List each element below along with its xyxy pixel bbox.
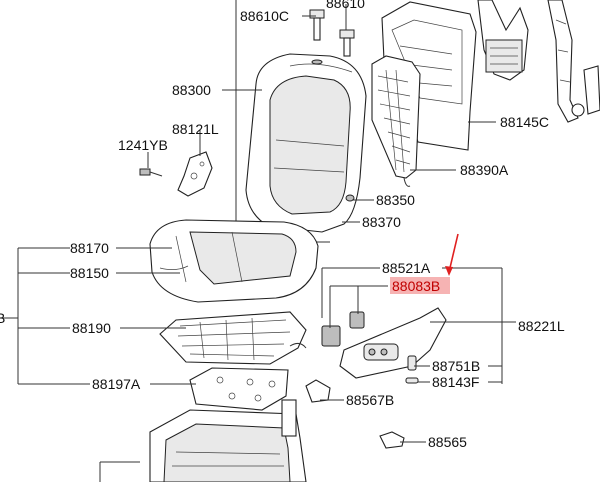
label-88521A: 88521A: [382, 260, 431, 276]
label-88751B: 88751B: [432, 358, 480, 374]
seat-back-frame-drawing: [477, 0, 600, 123]
highlight-annotation: [390, 233, 459, 294]
highlight-box: [390, 277, 450, 294]
label-88221L: 88221L: [518, 318, 565, 334]
label-88143F: 88143F: [432, 374, 479, 390]
seat-cushion-drawing: [149, 219, 319, 303]
side-bracket-drawing: [139, 151, 213, 197]
label-88350: 88350: [376, 192, 415, 208]
label-88190: 88190: [72, 320, 111, 336]
label-88145C: 88145C: [500, 114, 549, 130]
headrest-guide-drawing: [309, 9, 355, 57]
part-labels: 88610C 88610 88300 88121L 1241YB 88145C …: [0, 0, 565, 450]
label-88567B: 88567B: [346, 392, 394, 408]
small-clip-drawing: [305, 379, 405, 449]
label-88565: 88565: [428, 434, 467, 450]
label-88197A: 88197A: [92, 376, 141, 392]
label-88083B: 88083B: [392, 278, 440, 294]
leader-lines: [18, 4, 516, 443]
label-88170: 88170: [70, 240, 109, 256]
label-88121L: 88121L: [172, 121, 219, 137]
red-arrow-icon: [448, 233, 459, 273]
label-88610C: 88610C: [240, 8, 289, 24]
label-88150: 88150: [70, 265, 109, 281]
back-pad-frame-drawing: [371, 55, 421, 187]
cushion-panel-drawing: [189, 367, 289, 411]
seat-track-drawing: [149, 399, 307, 482]
label-88390A: 88390A: [460, 162, 509, 178]
red-arrow-head-icon: [445, 266, 453, 276]
label-88300: 88300: [172, 82, 211, 98]
label-1241YB: 1241YB: [118, 137, 168, 153]
label-88370: 88370: [362, 214, 401, 230]
label-88610: 88610: [326, 0, 365, 11]
seat-back-cushion-drawing: [245, 53, 367, 233]
cushion-frame-drawing: [159, 311, 307, 365]
label-B: B: [0, 310, 5, 326]
switch-module-drawing: [321, 307, 447, 384]
